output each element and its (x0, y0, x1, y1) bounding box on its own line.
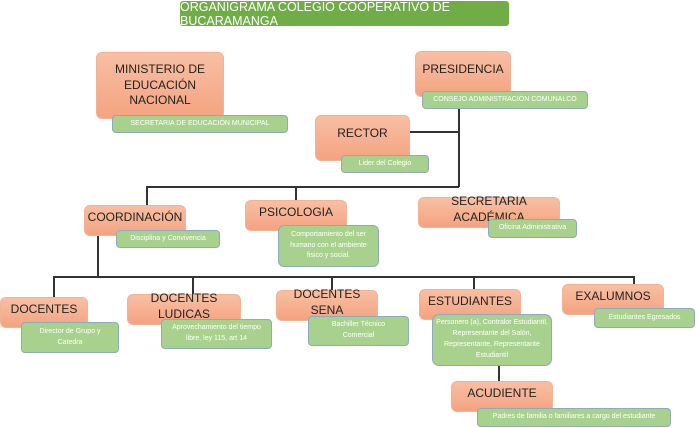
node-docentes: DOCENTES (0, 297, 88, 328)
node-ministerio: MINISTERIO DE EDUCACIÓN NACIONAL (96, 52, 224, 119)
sub-docentes-ludicas: Aprovechamiento del tiempo libre, ley 11… (161, 319, 272, 349)
node-docentes-sena: DOCENTES SENA (276, 287, 378, 321)
sub-psicologia: Comportamiento del ser humano con el amb… (278, 225, 379, 267)
connector (192, 276, 194, 294)
connector (295, 186, 297, 201)
sub-docentes-sena: Bachiller Técnico Comercial (308, 316, 409, 346)
chart-title: ORGANIGRAMA COLEGIO COOPERATIVO DE BUCAR… (180, 0, 509, 28)
sub-ministerio: SECRETARIA DE EDUCACIÓN MUNICIPAL (112, 115, 288, 133)
sub-acudiente: Padres de familia o familiares a cargo d… (477, 408, 671, 427)
connector (146, 186, 459, 188)
connector (146, 186, 148, 205)
connector (410, 131, 459, 133)
connector (498, 366, 500, 381)
connector (473, 276, 475, 289)
connector (633, 276, 635, 284)
connector (53, 276, 634, 278)
sub-coordinacion: Disciplina y Convivencia (116, 230, 220, 248)
connector (458, 109, 460, 187)
connector (331, 276, 333, 290)
sub-presidencia: CONSEJO ADMINISTRACIÓN COMUNALCO (422, 91, 588, 109)
node-rector: RECTOR (315, 115, 410, 161)
connector (53, 276, 55, 297)
sub-exalumnos: Estudiantes Egresados (594, 308, 695, 328)
node-exalumnos: EXALUMNOS (562, 284, 664, 315)
node-acudiente: ACUDIENTE (451, 381, 553, 412)
sub-rector: Lider del Colegio (341, 155, 429, 173)
connector (97, 236, 99, 277)
sub-estudiantes: Personero (a), Contralor Estudiantil, Re… (432, 314, 552, 366)
sub-docentes: Director de Grupo y Catedra (21, 322, 119, 353)
sub-secretaria-academica: Oficina Administrativa (488, 219, 577, 238)
